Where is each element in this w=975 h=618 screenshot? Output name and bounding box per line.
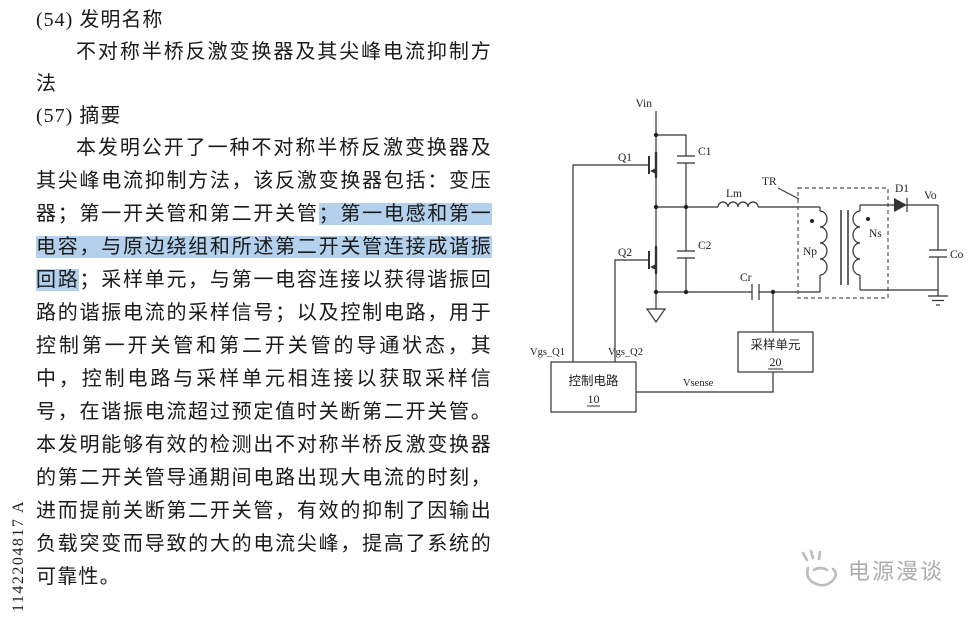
c1-label: C1 (698, 146, 712, 158)
abstract-paragraph: 本发明公开了一种不对称半桥反激变换器及其尖峰电流抑制方法，该反激变换器包括：变压… (36, 132, 492, 594)
circuit-diagram-area: Vin Q1 C1 Q2 C2 Lm TR Np Ns D1 Vo Co Cr … (528, 85, 973, 425)
q2-label: Q2 (618, 247, 632, 259)
vgs-q1-label: Vgs_Q1 (530, 347, 565, 358)
lm-inductor (656, 201, 820, 208)
circuit-diagram: Vin Q1 C1 Q2 C2 Lm TR Np Ns D1 Vo Co Cr … (530, 98, 964, 413)
c1-capacitor (656, 134, 695, 207)
abstract-after-highlight: ；采样单元，与第一电容连接以获得谐振回路的谐振电流的采样信号；以及控制电路，用于… (36, 269, 492, 588)
vin-label: Vin (635, 98, 652, 110)
section-57-label: (57) 摘要 (36, 105, 122, 127)
sampling-unit-box (737, 331, 814, 373)
cr-label: Cr (740, 272, 752, 284)
q1-mosfet (572, 152, 658, 362)
patent-number-vertical: 1142204817 A (10, 499, 27, 612)
ground-left-icon (645, 308, 667, 324)
control-circuit-ref: 10 (588, 392, 600, 406)
ground-right-icon (928, 290, 948, 306)
q2-mosfet (614, 246, 658, 362)
tr-label: TR (762, 176, 777, 188)
lm-label: Lm (726, 188, 742, 200)
co-label: Co (950, 249, 964, 261)
d1-label: D1 (895, 183, 909, 195)
d1-diode (860, 198, 938, 212)
sampling-unit-ref: 20 (770, 355, 782, 369)
brand-logo-icon (801, 549, 838, 587)
c2-capacitor (677, 207, 695, 292)
sense-wires (636, 292, 774, 393)
sampling-unit-label: 采样单元 (750, 337, 800, 352)
transformer (777, 187, 889, 299)
np-label: Np (803, 246, 817, 258)
vsense-label: Vsense (683, 378, 714, 389)
invention-title: 不对称半桥反激变换器及其尖峰电流抑制方法 (36, 41, 492, 95)
c2-label: C2 (698, 240, 712, 252)
q1-label: Q1 (618, 152, 632, 164)
co-capacitor (860, 205, 947, 291)
watermark-text: 电源漫谈 (848, 559, 945, 584)
control-circuit-box (550, 361, 637, 413)
vgs-q2-label: Vgs_Q2 (608, 347, 643, 358)
cr-capacitor (656, 284, 820, 300)
abstract-before-highlight: 本发明公开了一种不对称半桥反激变换器及其尖峰电流抑制方法，该反激变换器包括：变压… (36, 137, 492, 225)
patent-text-column: (54) 发明名称 不对称半桥反激变换器及其尖峰电流抑制方法 (57) 摘要 本… (36, 4, 492, 594)
ns-label: Ns (869, 228, 882, 240)
watermark: 电源漫谈 (800, 548, 944, 592)
control-circuit-label: 控制电路 (568, 373, 619, 388)
junction-dots (653, 132, 776, 295)
vo-label: Vo (924, 190, 937, 202)
section-54-label: (54) 发明名称 (36, 9, 164, 31)
